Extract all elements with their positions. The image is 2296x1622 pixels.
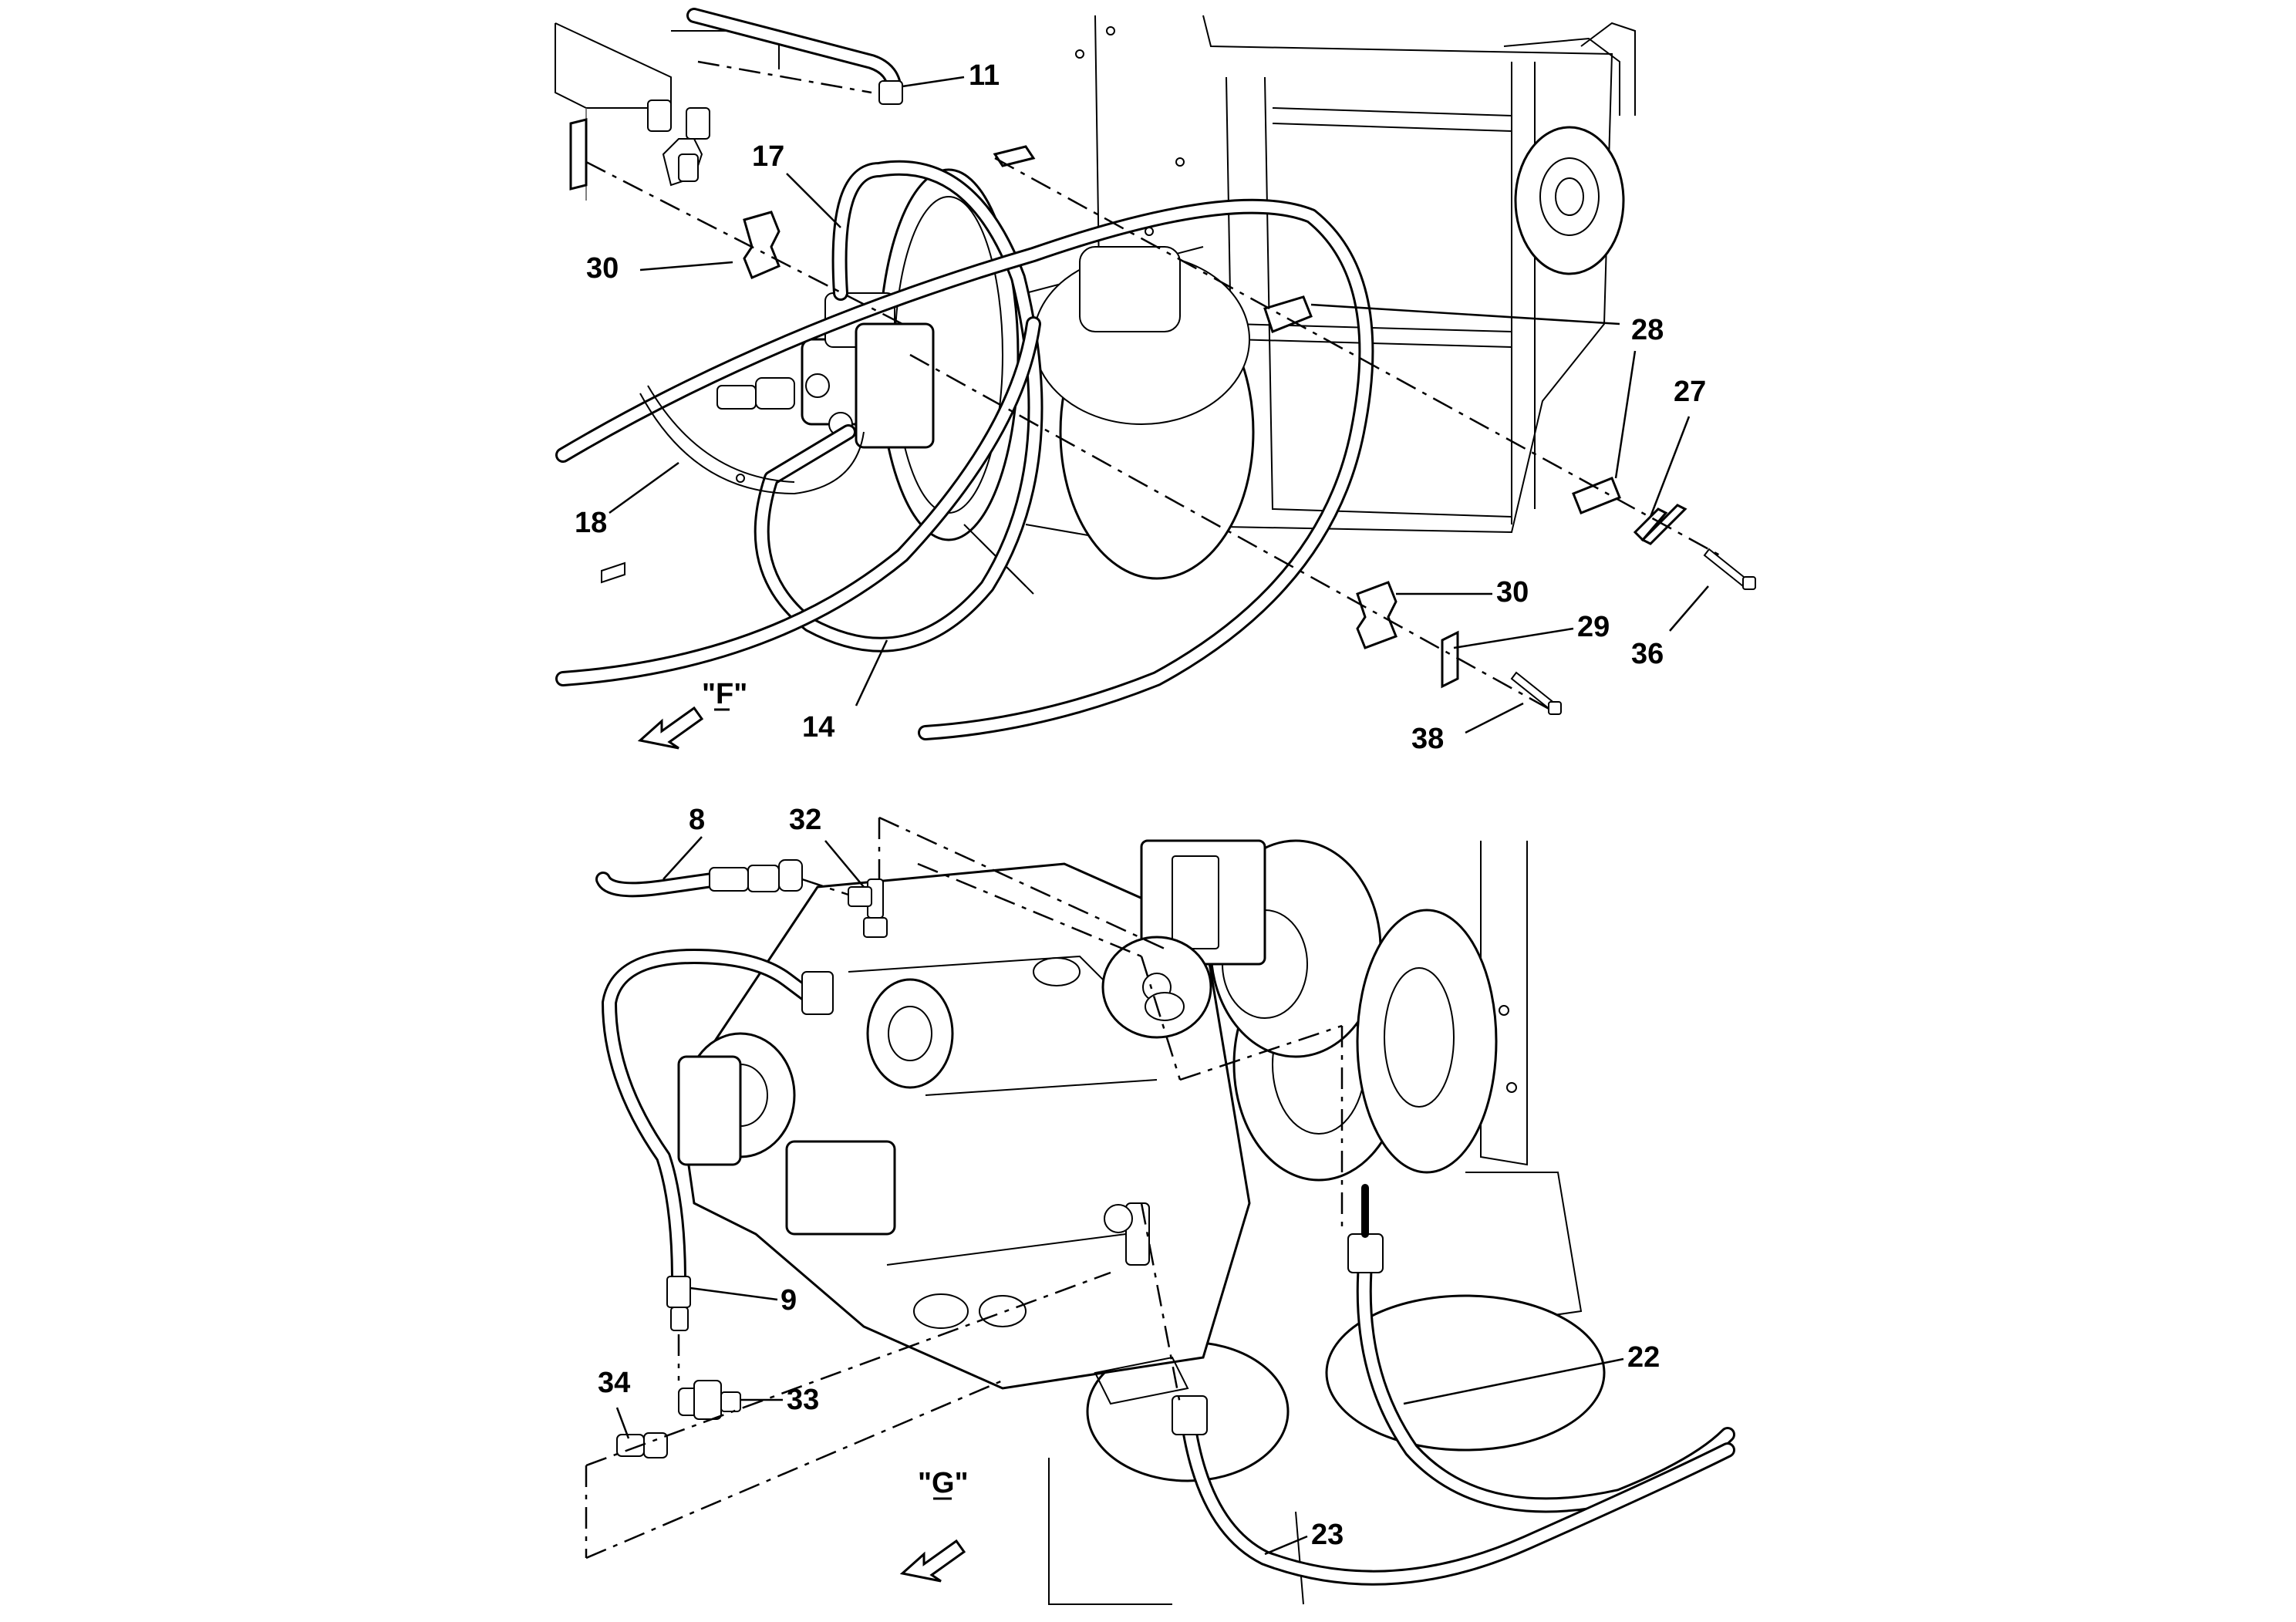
- callout-18: 18: [575, 507, 607, 539]
- center-lines-top: [585, 60, 1721, 711]
- bolt-36: [1703, 548, 1756, 590]
- bolt-38: [1510, 671, 1562, 715]
- hose-8: [595, 859, 803, 898]
- callout-34: 34: [598, 1367, 630, 1399]
- hose-23: [1172, 1395, 1735, 1586]
- pump-body: [677, 839, 1266, 1405]
- direction-arrow-g: [899, 1539, 966, 1583]
- callouts-top: 11 17 30 18 14 28 27 30 29 36 38: [575, 59, 1709, 755]
- view-g-assembly: "G": [585, 816, 1735, 1605]
- small-slot: [601, 474, 745, 584]
- callout-38: 38: [1411, 723, 1444, 755]
- callout-27: 27: [1674, 376, 1706, 408]
- callout-32: 32: [789, 804, 821, 836]
- callout-28: 28: [1631, 314, 1664, 346]
- callout-17: 17: [752, 140, 784, 173]
- hydraulic-motor: [647, 99, 935, 449]
- callout-14: 14: [802, 711, 834, 744]
- hose-18: [555, 198, 1374, 740]
- hose-11: [686, 8, 903, 105]
- callouts-bottom: 8 32 9 34 33 22 23: [598, 804, 1660, 1556]
- callout-23: 23: [1311, 1519, 1344, 1551]
- tee-fitting-33: [678, 1380, 741, 1420]
- hose-9: [602, 949, 834, 1331]
- callout-33: 33: [787, 1384, 819, 1416]
- tee-fitting-32: [848, 878, 888, 938]
- pivot-arm: [1503, 22, 1636, 275]
- callout-11: 11: [969, 59, 1000, 92]
- callout-30-top: 30: [586, 252, 619, 285]
- plate-29: [1441, 630, 1459, 689]
- direction-arrow-f: [637, 706, 704, 750]
- hose-lower-long: [555, 316, 1041, 686]
- hose-17-14: [754, 160, 1043, 653]
- clamp-30-lower: [1356, 581, 1397, 649]
- clamp-30-upper: [743, 211, 781, 279]
- view-f-assembly: "F": [555, 8, 1756, 750]
- callout-8: 8: [689, 804, 705, 836]
- callout-30-bottom: 30: [1496, 576, 1529, 609]
- view-label-f: "F": [702, 678, 747, 710]
- callout-29: 29: [1577, 611, 1610, 643]
- view-label-g: "G": [918, 1467, 969, 1499]
- center-lines-bottom: [585, 816, 1344, 1560]
- drum-motor: [878, 168, 1255, 595]
- callout-36: 36: [1631, 638, 1664, 670]
- hose-small-loop: [639, 385, 865, 495]
- clamp-28-lower: [1572, 477, 1621, 514]
- callout-22: 22: [1627, 1341, 1660, 1374]
- callout-9: 9: [781, 1284, 797, 1317]
- plate-27: [1633, 504, 1687, 545]
- fitting-34: [616, 1432, 668, 1458]
- plate-left: [569, 118, 588, 191]
